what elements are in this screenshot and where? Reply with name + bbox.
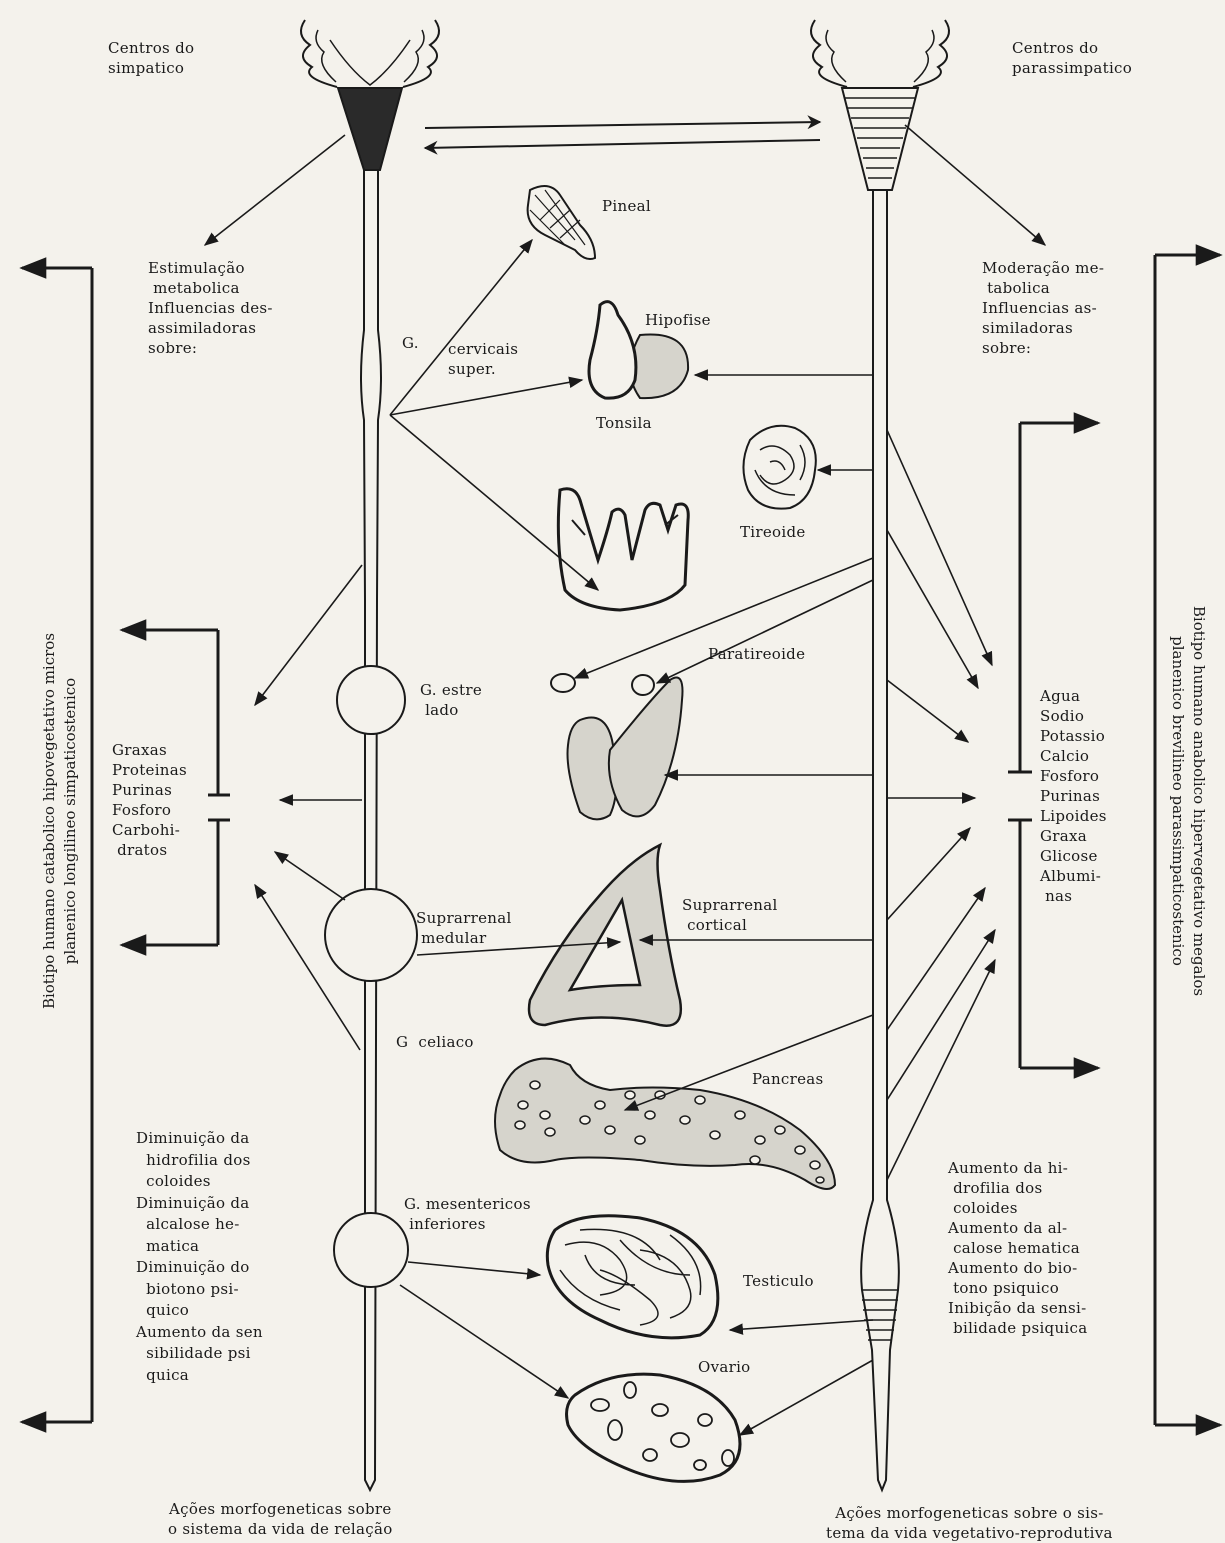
label-g: G. bbox=[402, 333, 419, 353]
arrow-icon bbox=[887, 680, 968, 742]
arrow-icon bbox=[887, 960, 995, 1180]
right-vertical-biotype: Biotipo humano anabolico hipervegetativo… bbox=[1167, 571, 1209, 1031]
label-suprarrenal-cortical: Suprarrenal cortical bbox=[682, 895, 778, 935]
paratireoide-gland bbox=[632, 675, 654, 695]
label-tonsila: Tonsila bbox=[596, 413, 652, 433]
tonsila-gland bbox=[558, 489, 688, 610]
tireoide-gland bbox=[743, 426, 815, 509]
pineal-gland bbox=[528, 186, 595, 259]
parasympathetic-chain bbox=[811, 20, 949, 1490]
arrow-icon bbox=[887, 828, 970, 920]
arrow-icon bbox=[425, 122, 820, 128]
label-g-estrelado: G. estre lado bbox=[420, 680, 482, 720]
label-ovario: Ovario bbox=[698, 1357, 751, 1377]
label-suprarrenal-medular: Suprarrenal medular bbox=[416, 908, 512, 948]
arrow-icon bbox=[275, 852, 345, 900]
paratireoide-lobes bbox=[568, 678, 683, 820]
arrow-icon bbox=[205, 135, 345, 245]
sympathetic-chain bbox=[301, 20, 439, 1490]
arrow-icon bbox=[887, 430, 992, 665]
label-pineal: Pineal bbox=[602, 196, 651, 216]
arrow-icon bbox=[390, 380, 582, 415]
suprarrenal-gland bbox=[529, 845, 681, 1026]
left-vertical-biotype: Biotipo humano catabolico hipovegetativo… bbox=[39, 591, 81, 1051]
label-g-mesentericos: G. mesentericos inferiores bbox=[404, 1194, 531, 1234]
bottom-left-caption: Ações morfogeneticas sobre o sistema da … bbox=[168, 1499, 393, 1539]
label-pancreas: Pancreas bbox=[752, 1069, 824, 1089]
label-moderacao: Moderação me- tabolica Influencias as- s… bbox=[982, 258, 1104, 358]
arrow-icon bbox=[730, 1320, 873, 1330]
ovario-gland bbox=[567, 1374, 740, 1481]
arrow-icon bbox=[390, 240, 532, 415]
bottom-right-caption: Ações morfogeneticas sobre o sis- tema d… bbox=[826, 1503, 1113, 1543]
label-estimulacao: Estimulação metabolica Influencias des- … bbox=[148, 258, 273, 358]
left-substances-list: Graxas Proteinas Purinas Fosforo Carbohi… bbox=[112, 740, 187, 860]
label-tireoide: Tireoide bbox=[740, 522, 806, 542]
testiculo-gland bbox=[547, 1216, 718, 1338]
label-centros-parassimpatico: Centros do parassimpatico bbox=[1012, 38, 1132, 78]
arrow-icon bbox=[400, 1285, 568, 1398]
right-effects-list: Aumento da hi- drofilia dos coloides Aum… bbox=[948, 1158, 1087, 1338]
left-effects-list: Diminuição da hidrofilia dos coloides Di… bbox=[136, 1128, 263, 1386]
arrow-icon bbox=[625, 1015, 873, 1110]
arrow-icon bbox=[425, 140, 820, 148]
label-cervicais: cervicais super. bbox=[448, 339, 518, 379]
label-hipofise: Hipofise bbox=[645, 310, 711, 330]
arrow-icon bbox=[740, 1360, 873, 1435]
label-paratireoide: Paratireoide bbox=[708, 644, 805, 664]
arrow-icon bbox=[408, 1262, 540, 1275]
arrow-icon bbox=[887, 930, 995, 1100]
arrow-icon bbox=[905, 125, 1045, 245]
label-g-celiaco: G celiaco bbox=[396, 1032, 474, 1052]
right-substances-list: Agua Sodio Potassio Calcio Fosforo Purin… bbox=[1040, 686, 1107, 906]
paratireoide-gland bbox=[551, 674, 575, 692]
label-centros-simpatico: Centros do simpatico bbox=[108, 38, 194, 78]
arrow-icon bbox=[887, 530, 978, 688]
label-testiculo: Testiculo bbox=[743, 1271, 814, 1291]
